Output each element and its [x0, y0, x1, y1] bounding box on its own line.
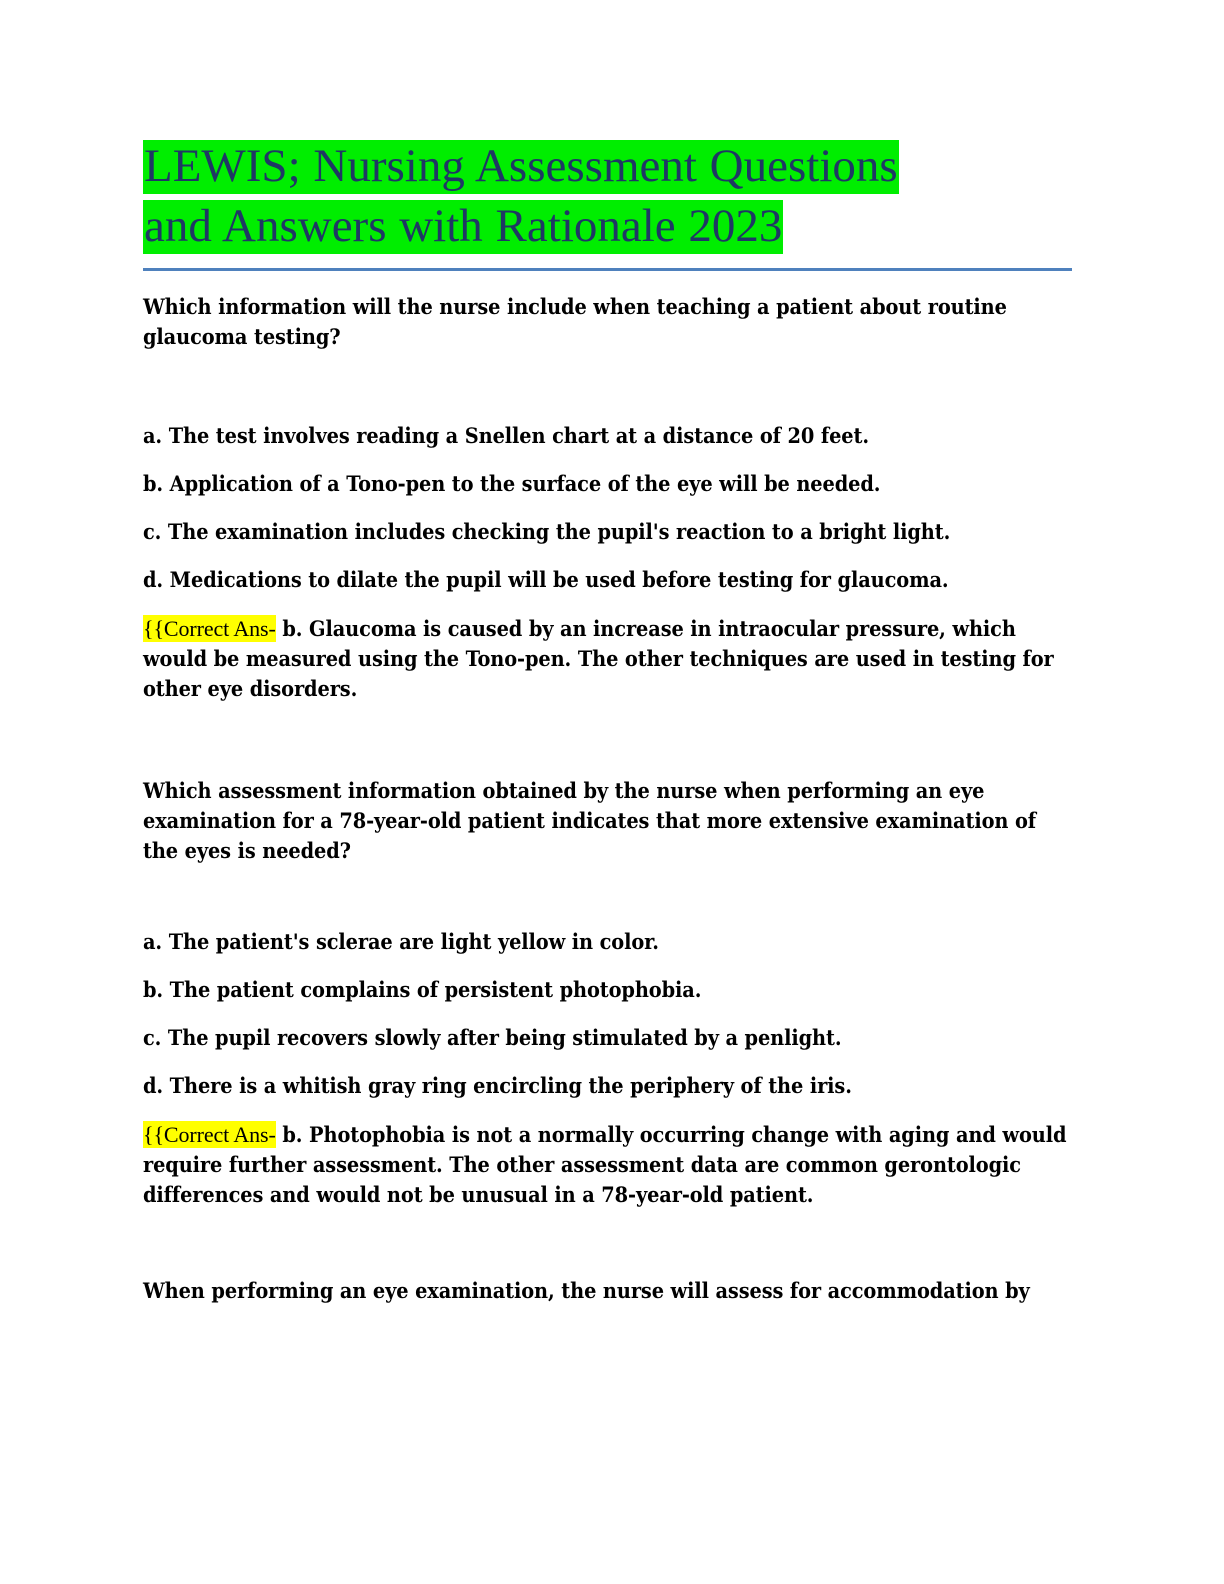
question-1-option-a[interactable]: a. The test involves reading a Snellen c… [143, 424, 869, 449]
question-block-2: Which assessment information obtained by… [143, 777, 1073, 1211]
title-line-1: LEWIS; Nursing Assessment Questions [143, 140, 899, 194]
spacer [143, 596, 1073, 614]
correct-answer-marker: {{Correct Ans- [143, 1121, 276, 1148]
spacer [143, 867, 1073, 928]
question-2-rationale-text: b. Photophobia is not a normally occurri… [143, 1123, 1067, 1208]
document-content: LEWIS; Nursing Assessment Questions and A… [143, 136, 1073, 1307]
spacer [143, 452, 1073, 470]
spacer [143, 1102, 1073, 1120]
page-title: LEWIS; Nursing Assessment Questions and A… [143, 136, 1073, 256]
question-2-option-d[interactable]: d. There is a whitish gray ring encircli… [143, 1074, 852, 1099]
title-line-2: and Answers with Rationale 2023 [143, 200, 784, 254]
question-2-rationale: {{Correct Ans- b. Photophobia is not a n… [143, 1120, 1073, 1211]
spacer [143, 958, 1073, 976]
question-1-option-b[interactable]: b. Application of a Tono-pen to the surf… [143, 472, 881, 497]
question-2-option-a[interactable]: a. The patient's sclerae are light yello… [143, 930, 659, 955]
spacer [143, 353, 1073, 422]
question-1-rationale: {{Correct Ans- b. Glaucoma is caused by … [143, 614, 1073, 705]
spacer [143, 705, 1073, 777]
spacer [143, 1054, 1073, 1072]
question-block-3: When performing an eye examination, the … [143, 1277, 1073, 1307]
question-2-option-c[interactable]: c. The pupil recovers slowly after being… [143, 1026, 842, 1051]
question-1-rationale-text: b. Glaucoma is caused by an increase in … [143, 617, 1054, 702]
spacer [143, 1211, 1073, 1277]
title-divider [143, 268, 1072, 271]
spacer [143, 1006, 1073, 1024]
correct-answer-marker: {{Correct Ans- [143, 615, 276, 642]
question-stem-1: Which information will the nurse include… [143, 295, 1007, 350]
question-1-option-d[interactable]: d. Medications to dilate the pupil will … [143, 568, 949, 593]
spacer [143, 271, 1073, 293]
question-stem-3: When performing an eye examination, the … [143, 1279, 1030, 1304]
spacer [143, 548, 1073, 566]
question-stem-2: Which assessment information obtained by… [143, 779, 1036, 864]
question-1-option-c[interactable]: c. The examination includes checking the… [143, 520, 951, 545]
question-block-1: Which information will the nurse include… [143, 293, 1073, 705]
spacer [143, 500, 1073, 518]
question-2-option-b[interactable]: b. The patient complains of persistent p… [143, 978, 702, 1003]
